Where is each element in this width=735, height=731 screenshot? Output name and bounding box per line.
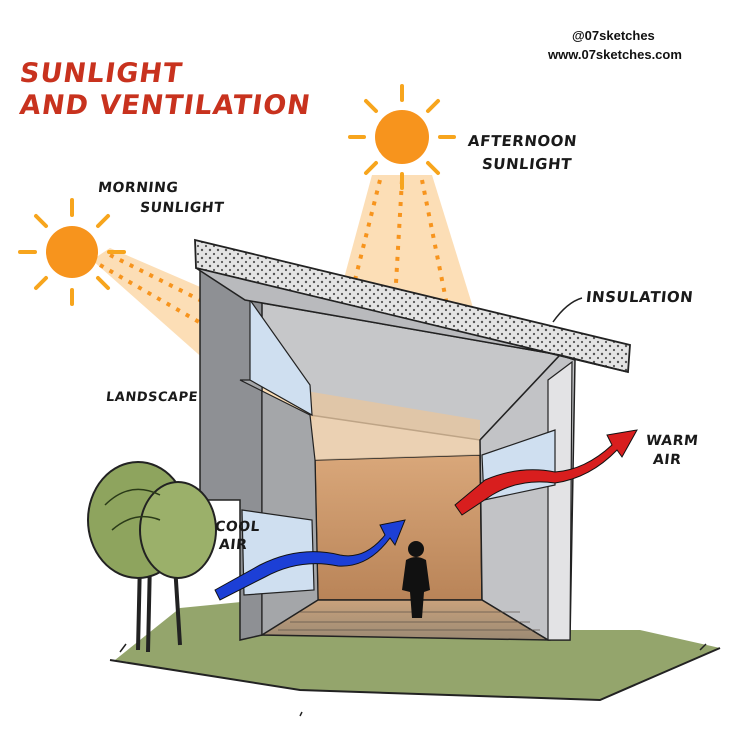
title-line-1: SUNLIGHT	[17, 58, 185, 89]
cool-air-arrow	[214, 519, 406, 601]
label-afternoon-line2: SUNLIGHT	[481, 155, 573, 173]
label-afternoon-line1: AFTERNOON	[467, 132, 578, 150]
title-line-2: AND VENTILATION	[17, 90, 313, 121]
label-landscape: LANDSCAPE	[105, 390, 199, 405]
warm-air-arrow	[454, 429, 638, 516]
label-cool-line2: AIR	[218, 537, 249, 553]
ground-texture	[119, 643, 707, 717]
label-warm-line1: WARM	[645, 433, 700, 449]
credit-handle: @07sketches	[572, 28, 655, 43]
afternoon-sun	[348, 84, 456, 190]
morning-sun	[18, 198, 126, 306]
tree-icon	[87, 461, 217, 653]
label-morning-line2: SUNLIGHT	[139, 200, 225, 216]
label-warm-line2: AIR	[652, 452, 683, 468]
person-silhouette-icon	[402, 541, 430, 618]
label-insulation: INSULATION	[585, 288, 695, 306]
credit-website: www.07sketches.com	[548, 47, 682, 62]
label-cool-line1: COOL	[214, 519, 261, 535]
label-morning-line1: MORNING	[97, 180, 180, 196]
